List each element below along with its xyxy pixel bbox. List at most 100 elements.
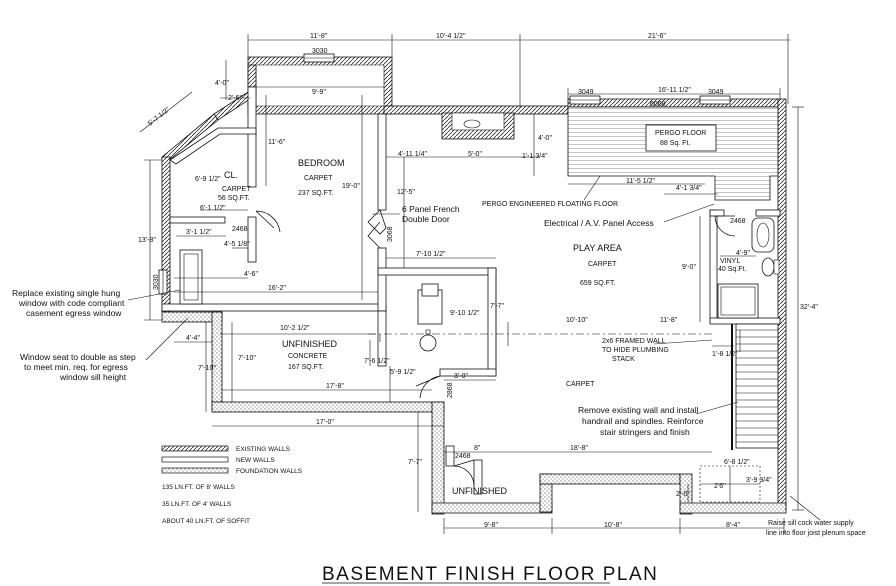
closet-area: 56 SQ.FT. bbox=[218, 195, 250, 202]
plumbing-wall-note-line-3: STACK bbox=[612, 356, 635, 363]
dim-17-0: 17'-0" bbox=[316, 419, 334, 426]
door-note-line-2: Double Door bbox=[402, 214, 450, 224]
seat-note-line-3: window sill height bbox=[59, 372, 127, 382]
dim-closet-2: 6'-1 1/2" bbox=[200, 205, 226, 212]
doors bbox=[255, 209, 736, 487]
legend-4ft-walls: 35 LN.FT. OF 4' WALLS bbox=[162, 501, 232, 508]
dim-4-0-b: 4'-0" bbox=[538, 135, 552, 142]
bath-area: 40 Sq.Ft. bbox=[718, 266, 746, 273]
sill-cock-detail bbox=[699, 465, 761, 503]
seat-note-line-1: Window seat to double as step bbox=[20, 352, 136, 362]
pergo-area: 88 Sq. Ft. bbox=[660, 140, 690, 147]
dim-pergo-width: 16'-11 1/2" bbox=[658, 87, 691, 94]
pergo-floor-note: PERGO ENGINEERED FLOATING FLOOR bbox=[482, 201, 618, 208]
dim-7-7: 7'-7" bbox=[490, 303, 504, 310]
door-note-line-1: 6 Panel French bbox=[402, 204, 460, 214]
sill-cock-note-line-2: line into floor joist plenum space bbox=[766, 530, 866, 537]
dim-bedroom-width: 9'-9" bbox=[312, 89, 326, 96]
unfinished-finish: CONCRETE bbox=[288, 353, 328, 360]
legend-existing-label: EXISTING WALLS bbox=[236, 446, 291, 453]
door-code-unfinished: 2868 bbox=[447, 382, 454, 398]
stair-note-line-1: Remove existing wall and install bbox=[578, 405, 699, 415]
dim-8-inch: 8" bbox=[474, 445, 481, 452]
panel-access-note: Electrical / A.V. Panel Access bbox=[544, 218, 654, 228]
dim-3-9: 3'-9 3/4" bbox=[746, 477, 772, 484]
fixtures bbox=[179, 217, 780, 352]
dim-11-8: 11'-8" bbox=[660, 317, 678, 324]
play-area-finish: CARPET bbox=[588, 261, 617, 268]
dim-32-4: 32'-4" bbox=[800, 304, 818, 311]
legend-foundation-swatch bbox=[161, 467, 229, 474]
dim-closet-3: 3'-1 1/2" bbox=[186, 229, 212, 236]
bedroom-area: 237 SQ.FT. bbox=[298, 190, 333, 197]
legend-new-swatch bbox=[161, 456, 229, 463]
closet-finish: CARPET bbox=[222, 186, 251, 193]
dim-7-10-c: 7'-10" bbox=[238, 355, 256, 362]
dimension-lines bbox=[139, 34, 804, 534]
dim-left-height: 13'-8" bbox=[138, 237, 156, 244]
dim-3-0: 3'-0" bbox=[454, 373, 468, 380]
dim-10-8: 10'-8" bbox=[604, 522, 622, 529]
window-code-left: 3030 bbox=[153, 274, 160, 290]
dim-5-9: 5'-9 1/2" bbox=[390, 369, 416, 376]
egress-note-line-1: Replace existing single hung bbox=[12, 288, 120, 298]
dim-bedroom-length: 19'-0" bbox=[342, 183, 360, 190]
leader-lines bbox=[127, 175, 821, 521]
dim-2-6-b: 2'6" bbox=[714, 483, 726, 490]
door-code-bedroom: 3068 bbox=[387, 226, 394, 242]
dim-4-9: 4'-9" bbox=[736, 250, 750, 257]
bedroom-name: BEDROOM bbox=[298, 158, 345, 168]
stair-note-line-3: stair stringers and finish bbox=[600, 427, 690, 437]
window-code-bedroom: 3030 bbox=[312, 48, 328, 55]
unfinished-area: 167 SQ.FT. bbox=[288, 364, 323, 371]
legend-new-label: NEW WALLS bbox=[236, 457, 275, 464]
window-code-3: 3049 bbox=[708, 89, 724, 96]
legend-8ft-walls: 135 LN.FT. OF 8' WALLS bbox=[162, 484, 236, 491]
plumbing-wall-note-line-2: TO HIDE PLUMBING bbox=[602, 347, 669, 354]
play-area-area: 659 SQ.FT. bbox=[580, 280, 615, 287]
dim-top-1: 11'-8" bbox=[310, 33, 328, 40]
room-labels: BEDROOM CARPET 237 SQ.FT. CL. CARPET 56 … bbox=[218, 130, 746, 496]
dim-top-3: 21'-6" bbox=[648, 33, 666, 40]
notes: Replace existing single hung window with… bbox=[12, 201, 866, 537]
dimension-text: 11'-8" 10'-4 1/2" 21'-6" 16'-11 1/2" 4'-… bbox=[138, 33, 818, 529]
play-area-name: PLAY AREA bbox=[573, 243, 622, 253]
dim-9-0: 9'-0" bbox=[682, 264, 696, 271]
dim-12-5: 12'-5" bbox=[397, 189, 415, 196]
dim-closet-1: 6'-9 1/2" bbox=[195, 176, 221, 183]
dim-bedroom-depth: 11'-6" bbox=[268, 139, 286, 146]
plan-title: BASEMENT FINISH FLOOR PLAN bbox=[322, 564, 658, 585]
opening-codes: 3030 3049 6068 3049 2468 2468 2468 3068 … bbox=[153, 48, 746, 460]
dim-1-1: 1'-1 3/4" bbox=[522, 153, 548, 160]
plumbing-wall-note-line-1: 2x6 FRAMED WALL bbox=[602, 338, 666, 345]
legend-soffit: ABOUT 40 LN.FT. OF SOFFIT bbox=[162, 518, 250, 525]
legend-existing-swatch bbox=[161, 445, 229, 452]
unfinished-small-name: UNFINISHED bbox=[452, 486, 508, 496]
dim-7-10: 7'-10 1/2" bbox=[416, 251, 446, 258]
egress-note-line-3: casement egress window bbox=[26, 308, 122, 318]
new-walls bbox=[161, 86, 781, 495]
dim-16-2: 16'-2" bbox=[268, 285, 286, 292]
lower-carpet-label: CARPET bbox=[566, 381, 595, 388]
bath-finish: VINYL bbox=[720, 258, 740, 265]
dim-17-8: 17'-8" bbox=[326, 383, 344, 390]
dim-6-8: 6'-8 1/2" bbox=[724, 459, 750, 466]
dim-18-8: 18'-8" bbox=[570, 445, 588, 452]
door-code-lower: 2468 bbox=[455, 453, 471, 460]
dim-2-0: 2'-0" bbox=[676, 491, 690, 498]
closet-name: CL. bbox=[224, 170, 238, 180]
dim-10-10: 10'-10" bbox=[566, 317, 588, 324]
seat-note-line-2: to meet min. req. for egress bbox=[24, 362, 128, 372]
dim-5-7: 5'-7 1/2" bbox=[147, 106, 172, 128]
dim-closet-4: 4'-5 1/8" bbox=[224, 241, 250, 248]
sill-cock-note-line-1: Raise sill cock water supply bbox=[768, 520, 854, 527]
pergo-name: PERGO FLOOR bbox=[655, 130, 706, 137]
dim-9-8: 9'-8" bbox=[484, 522, 498, 529]
unfinished-name: UNFINISHED bbox=[282, 339, 338, 349]
dim-8-4: 8'-4" bbox=[726, 522, 740, 529]
foundation-walls bbox=[161, 311, 787, 515]
dim-5-0: 5'-0" bbox=[468, 151, 482, 158]
legend: EXISTING WALLS NEW WALLS FOUNDATION WALL… bbox=[161, 445, 303, 525]
